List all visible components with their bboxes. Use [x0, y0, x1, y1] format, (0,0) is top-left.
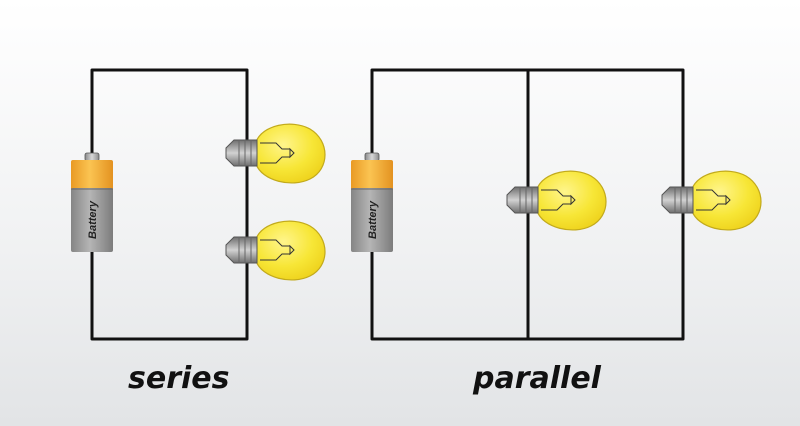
battery-icon — [351, 152, 393, 252]
battery-icon — [71, 152, 113, 252]
battery-label: Battery — [367, 200, 379, 239]
light-bulb-icon — [506, 170, 607, 231]
light-bulb-icon — [225, 123, 326, 184]
series-caption: series — [128, 361, 230, 396]
parallel-caption: parallel — [473, 361, 601, 396]
series-circuit — [90, 68, 249, 341]
series-wire-top — [90, 68, 249, 341]
light-bulb-icon — [661, 170, 762, 231]
light-bulb-icon — [225, 220, 326, 281]
battery-label: Battery — [87, 200, 99, 239]
